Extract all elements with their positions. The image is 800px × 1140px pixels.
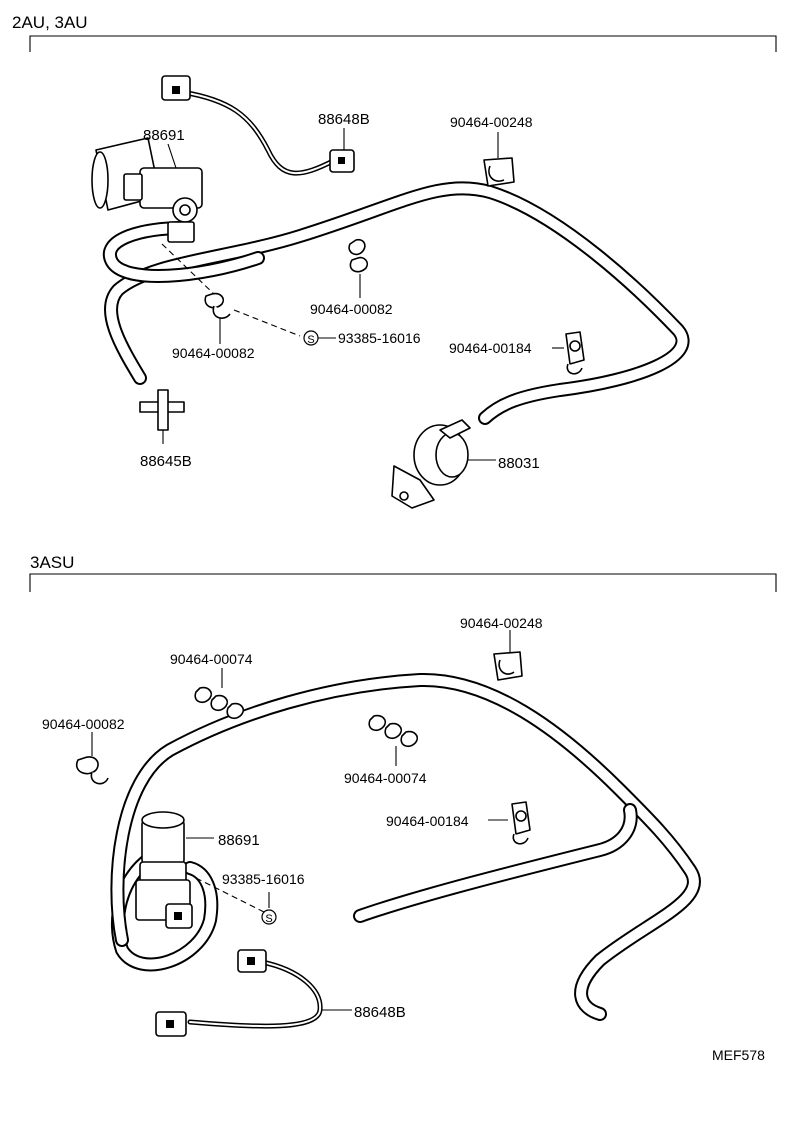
leader-valve-upper <box>167 143 177 169</box>
clamp-90464-00082-upper: 90464-00082 <box>310 238 393 317</box>
section-title-2au-3au: 2AU, 3AU <box>12 13 88 32</box>
clamp-90464-00074-a: 90464-00074 <box>170 651 253 720</box>
label-valve-88691-upper: 88691 <box>143 127 185 144</box>
screw-93385-16016-upper: S 93385-16016 <box>303 330 421 346</box>
screw-93385-16016-lower: S 93385-16016 <box>222 871 305 925</box>
clamp-90464-00248-upper: 90464-00248 <box>450 114 533 187</box>
label-clamp-00082-lower: 90464-00082 <box>172 345 255 361</box>
vacuum-hose-3asu <box>110 672 701 1021</box>
clamp-90464-00082-lower: 90464-00082 <box>42 716 125 785</box>
label-clamp-00248-lower: 90464-00248 <box>460 615 543 631</box>
connector-pin-a <box>172 86 180 94</box>
label-clamp-00074-a: 90464-00074 <box>170 651 253 667</box>
clamp-90464-00074-b: 90464-00074 <box>344 714 427 786</box>
clamp-90464-00184-upper: 90464-00184 <box>449 331 585 375</box>
section-bracket-2au-3au <box>29 35 777 52</box>
label-clamp-00184-lower: 90464-00184 <box>386 813 469 829</box>
clamp-90464-00248-lower: 90464-00248 <box>460 615 543 681</box>
tee-joint-88645b: 88645B <box>139 389 192 470</box>
screw-symbol-upper: S <box>307 334 314 346</box>
label-harness-88648b-upper: 88648B <box>318 111 370 128</box>
actuator-88031: 88031 <box>391 419 540 509</box>
label-screw-lower: 93385-16016 <box>222 871 305 887</box>
label-clamp-00082-lower: 90464-00082 <box>42 716 125 732</box>
footer-code: MEF578 <box>712 1047 765 1063</box>
label-clamp-00074-b: 90464-00074 <box>344 770 427 786</box>
label-screw-upper: 93385-16016 <box>338 330 421 346</box>
label-clamp-00082-upper: 90464-00082 <box>310 301 393 317</box>
wire-harness-88648b-upper <box>161 75 355 176</box>
vacuum-hose-2au <box>102 181 690 425</box>
vacuum-switching-valve-88691 <box>91 137 301 337</box>
label-harness-88648b-lower: 88648B <box>354 1004 406 1021</box>
vacuum-switching-valve-88691-lower: 88691 <box>135 811 265 929</box>
clamp-90464-00184-lower: 90464-00184 <box>386 801 531 845</box>
clamp-90464-00082-left: 90464-00082 <box>172 292 255 361</box>
section-bracket-3asu <box>29 573 777 592</box>
wire-harness-88648b-lower: 88648B <box>155 949 406 1037</box>
label-clamp-00184-upper: 90464-00184 <box>449 340 532 356</box>
label-tee-88645b: 88645B <box>140 453 192 470</box>
section-title-3asu: 3ASU <box>30 553 74 572</box>
label-valve-88691-lower: 88691 <box>218 832 260 849</box>
label-actuator-88031: 88031 <box>498 455 540 472</box>
screw-symbol-lower: S <box>265 913 272 925</box>
connector-pin-b <box>338 157 345 164</box>
section-3asu: 3ASU 88691 S 93385-160 <box>29 553 777 1063</box>
section-2au-3au: 2AU, 3AU <box>12 13 777 509</box>
label-clamp-00248-upper: 90464-00248 <box>450 114 533 130</box>
